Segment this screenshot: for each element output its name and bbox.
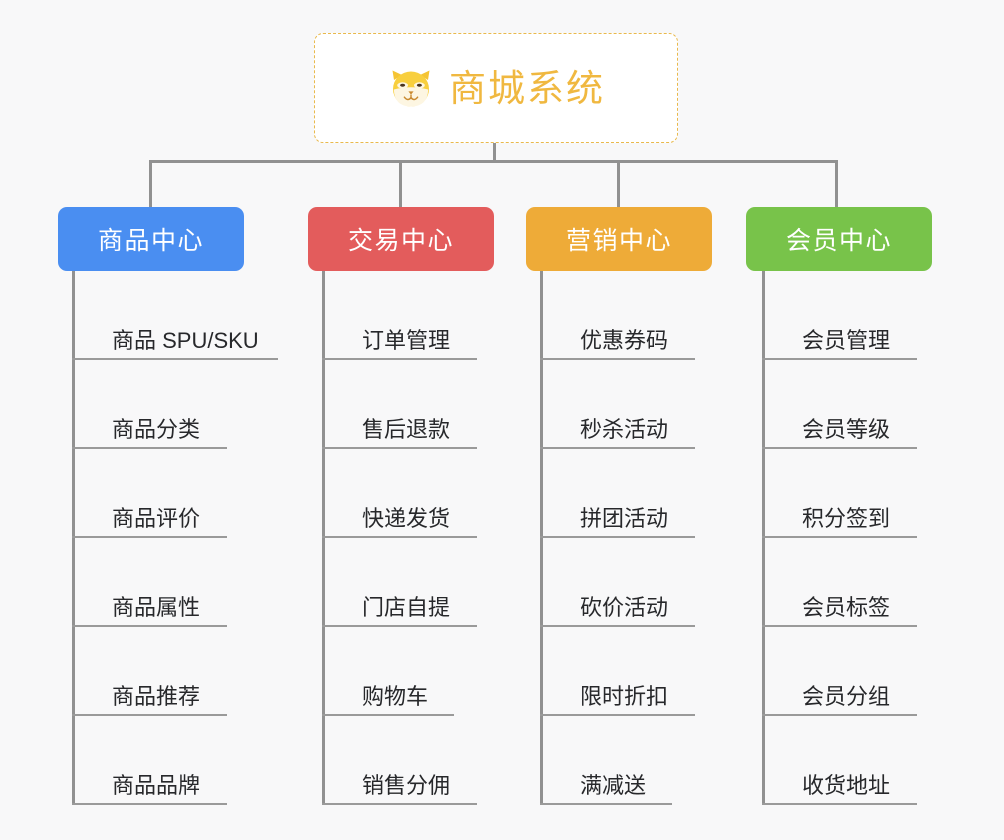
leaf-item-label: 售后退款 [362,416,451,442]
leaf-item[interactable]: 积分签到 [762,449,927,538]
leaf-underline [322,625,477,627]
leaf-item-label: 会员等级 [802,416,891,442]
branch-spine [540,271,543,805]
leaf-item-label: 门店自提 [362,594,451,620]
leaf-underline [540,447,695,449]
leaf-underline [762,536,917,538]
leaf-item-label: 商品 SPU/SKU [112,327,259,353]
leaf-item-label: 商品分类 [112,416,201,442]
leaf-item[interactable]: 门店自提 [322,538,487,627]
leaf-underline [322,714,454,716]
leaf-item-label: 购物车 [362,683,429,709]
leaf-underline [762,625,917,627]
leaf-underline [322,536,477,538]
leaf-underline [762,803,917,805]
leaf-item[interactable]: 会员等级 [762,360,927,449]
category-label: 交易中心 [347,227,454,255]
leaf-item[interactable]: 商品 SPU/SKU [72,271,288,360]
leaf-item-label: 限时折扣 [580,683,669,709]
connector-root-stem [493,143,496,162]
leaf-item[interactable]: 商品属性 [72,538,237,627]
leaf-item-label: 收货地址 [802,772,891,798]
leaf-item-label: 商品评价 [112,505,201,531]
leaf-underline [322,358,477,360]
leaf-item-label: 砍价活动 [580,594,669,620]
root-node[interactable]: 商城系统 [314,33,678,143]
leaf-item[interactable]: 会员分组 [762,627,927,716]
branch-spine [72,271,75,805]
leaf-item[interactable]: 商品评价 [72,449,237,538]
category-label: 商品中心 [97,227,204,255]
leaf-item-label: 会员标签 [802,594,891,620]
leaf-item[interactable]: 满减送 [540,716,682,805]
leaf-underline [762,447,917,449]
leaf-underline [540,625,695,627]
connector-drop-3 [617,160,620,207]
leaf-underline [72,625,227,627]
leaf-item-label: 商品推荐 [112,683,201,709]
leaf-underline [762,358,917,360]
leaf-underline [540,358,695,360]
leaf-item-label: 拼团活动 [580,505,669,531]
leaf-item[interactable]: 订单管理 [322,271,487,360]
connector-drop-1 [149,160,152,207]
leaf-item[interactable]: 收货地址 [762,716,927,805]
leaf-item-label: 订单管理 [362,327,451,353]
branch-column-product-center: 商品 SPU/SKU 商品分类商品评价商品属性商品推荐商品品牌 [72,271,332,805]
leaf-underline [72,536,227,538]
category-header-marketing-center[interactable]: 营销中心 [526,207,712,271]
leaf-item[interactable]: 商品推荐 [72,627,237,716]
leaf-underline [540,803,672,805]
branch-column-member-center: 会员管理会员等级积分签到会员标签会员分组收货地址 [762,271,1004,805]
leaf-underline [322,447,477,449]
leaf-underline [540,714,695,716]
shiba-dog-face-icon [387,64,435,112]
leaf-underline [762,714,917,716]
leaf-item-label: 秒杀活动 [580,416,669,442]
connector-drop-2 [399,160,402,207]
leaf-underline [72,358,278,360]
leaf-underline [72,714,227,716]
leaf-item-label: 商品品牌 [112,772,201,798]
leaf-item[interactable]: 商品分类 [72,360,237,449]
leaf-item-label: 满减送 [580,772,647,798]
leaf-item[interactable]: 砍价活动 [540,538,705,627]
leaf-item[interactable]: 快递发货 [322,449,487,538]
leaf-item[interactable]: 购物车 [322,627,464,716]
leaf-item-label: 快递发货 [362,505,451,531]
root-title: 商城系统 [449,67,605,109]
branch-column-marketing-center: 优惠券码秒杀活动拼团活动砍价活动限时折扣满减送 [540,271,800,805]
category-header-product-center[interactable]: 商品中心 [58,207,244,271]
connector-drop-4 [835,160,838,207]
category-label: 营销中心 [565,227,672,255]
leaf-item[interactable]: 商品品牌 [72,716,237,805]
leaf-item-label: 优惠券码 [580,327,669,353]
leaf-item-label: 会员管理 [802,327,891,353]
category-header-trade-center[interactable]: 交易中心 [308,207,494,271]
leaf-underline [322,803,477,805]
leaf-underline [72,803,227,805]
leaf-underline [540,536,695,538]
leaf-item[interactable]: 会员标签 [762,538,927,627]
leaf-item-label: 积分签到 [802,505,891,531]
leaf-item-label: 商品属性 [112,594,201,620]
leaf-item-label: 销售分佣 [362,772,451,798]
leaf-item[interactable]: 销售分佣 [322,716,487,805]
category-header-member-center[interactable]: 会员中心 [746,207,932,271]
leaf-item[interactable]: 拼团活动 [540,449,705,538]
branch-column-trade-center: 订单管理售后退款快递发货门店自提购物车销售分佣 [322,271,582,805]
leaf-item[interactable]: 售后退款 [322,360,487,449]
branch-spine [762,271,765,805]
connector-bus [149,160,838,163]
leaf-item-label: 会员分组 [802,683,891,709]
leaf-item[interactable]: 优惠券码 [540,271,705,360]
branch-spine [322,271,325,805]
leaf-item[interactable]: 秒杀活动 [540,360,705,449]
category-label: 会员中心 [785,227,892,255]
leaf-underline [72,447,227,449]
leaf-item[interactable]: 限时折扣 [540,627,705,716]
leaf-item[interactable]: 会员管理 [762,271,927,360]
